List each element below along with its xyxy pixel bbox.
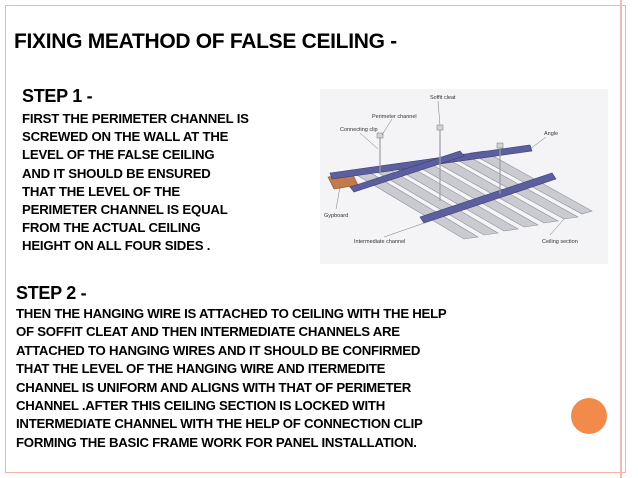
hanging-wires [379,129,501,201]
decorative-circle [571,398,607,434]
step1-line: AND IT SHOULD BE ENSURED [22,165,211,181]
label-angle: Angle [544,131,558,137]
label-soffit-cleat: Soffit cleat [430,95,456,101]
leader-line [549,218,565,236]
label-perimeter-channel: Perimeter channel [372,114,417,120]
step2-line: ATTACHED TO HANGING WIRES AND IT SHOULD … [16,342,421,358]
right-rule [620,0,622,478]
step2-line: INTERMEDIATE CHANNEL WITH THE HELP OF CO… [16,416,423,432]
step2-line: THAT THE LEVEL OF THE HANGING WIRE AND I… [16,361,386,377]
step2-line: CHANNEL IS UNIFORM AND ALIGNS WITH THAT … [16,379,412,395]
step1-line: LEVEL OF THE FALSE CEILING [22,147,215,163]
step1-line: SCREWED ON THE WALL AT THE [22,129,229,145]
ceiling-sections [349,150,593,240]
callout-lines [335,100,565,238]
soffit-cleat [496,142,504,149]
label-intermediate-channel: Intermediate channel [354,239,405,245]
step1-line: FIRST THE PERIMETER CHANNEL IS [22,111,249,126]
soffit-cleats [376,124,504,149]
step1-heading: STEP 1 - [22,86,93,106]
step1-line: PERIMETER CHANNEL IS EQUAL [22,202,228,218]
step2-line: OF SOFFIT CLEAT AND THEN INTERMEDIATE CH… [16,324,400,340]
label-gypboard: Gypboard [324,213,348,219]
leader-line [529,136,547,150]
ceiling-diagram-svg: Soffit cleat Perimeter channel Connectin… [324,95,593,245]
step2-line: THEN THE HANGING WIRE IS ATTACHED TO CEI… [16,306,447,321]
leader-line [383,220,431,238]
leader-line [335,186,341,210]
slide-frame [5,5,626,473]
leader-line [359,132,379,150]
label-connecting-clip: Connecting clip [340,127,378,133]
label-ceiling-section: Ceiling section [542,239,578,245]
leader-line [381,118,393,136]
step1-line: THAT THE LEVEL OF THE [22,183,180,199]
step1-body: FIRST THE PERIMETER CHANNEL IS SCREWED O… [22,110,322,256]
leader-line [437,100,441,126]
soffit-cleat [436,124,444,131]
slide-title: FIXING MEATHOD OF FALSE CEILING - [14,30,397,53]
step2-heading: STEP 2 - [16,283,87,303]
step2-line: FORMING THE BASIC FRAME WORK FOR PANEL I… [16,434,417,450]
intermediate-channel-shape [349,150,465,193]
step2-body: THEN THE HANGING WIRE IS ATTACHED TO CEI… [16,305,576,452]
soffit-cleat [376,132,384,139]
intermediate-channel-shape [419,172,557,224]
step1-line: FROM THE ACTUAL CEILING [22,220,201,236]
step2-line: CHANNEL .AFTER THIS CEILING SECTION IS L… [16,398,385,414]
step1-line: HEIGHT ON ALL FOUR SIDES . [22,238,211,254]
false-ceiling-diagram: Soffit cleat Perimeter channel Connectin… [320,89,608,264]
